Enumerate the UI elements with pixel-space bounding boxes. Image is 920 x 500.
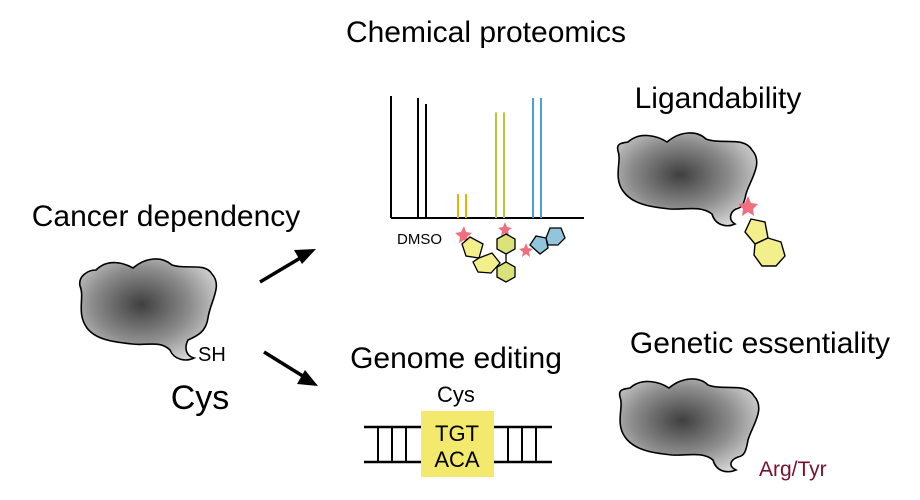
protein-blob-icon [78, 258, 218, 361]
compound-yellow-icon [455, 226, 501, 274]
arrow-icon [259, 249, 316, 284]
compound-green-icon [496, 222, 516, 283]
ligandability-heading: Ligandability [635, 82, 802, 115]
codon-box [421, 411, 494, 477]
cancer-dependency-heading: Cancer dependency [32, 200, 301, 233]
codon-cys-label: Cys [437, 382, 475, 407]
thiol-label: SH [198, 344, 226, 366]
cys-residue-label: Cys [171, 379, 230, 417]
ligand-probe-icon [744, 218, 786, 267]
dna-duplex-icon [364, 411, 552, 477]
codon-top-strand: TGT [435, 421, 479, 446]
compound-blue-icon [519, 227, 566, 257]
genetic-essentiality-heading: Genetic essentiality [630, 327, 890, 360]
codon-bottom-strand: ACA [434, 447, 480, 472]
spectrum-plot [390, 96, 584, 219]
figure-title: Chemical proteomics [346, 16, 626, 49]
arrow-icon [263, 350, 318, 386]
dmso-label: DMSO [397, 231, 442, 248]
genome-editing-heading: Genome editing [350, 342, 562, 375]
mutation-label: Arg/Tyr [759, 458, 827, 481]
protein-blob-icon [616, 132, 758, 227]
warhead-star-icon [738, 196, 758, 216]
protein-blob-icon [618, 378, 760, 473]
